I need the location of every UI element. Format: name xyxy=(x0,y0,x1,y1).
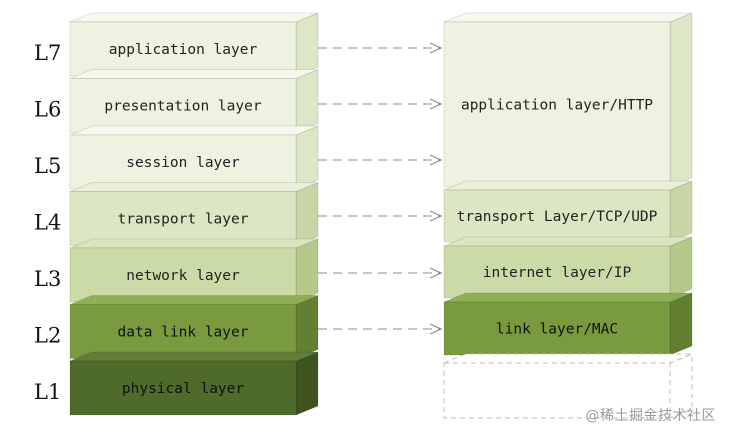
watermark: @稀土掘金技术社区 xyxy=(585,408,716,424)
layer-number-l3: L3 xyxy=(34,267,61,291)
layer-number-l5: L5 xyxy=(34,154,61,178)
osi-layer-l1: physical layer xyxy=(69,351,319,416)
osi-layer-l1-top xyxy=(69,351,319,362)
mapping-arrow xyxy=(318,210,443,222)
osi-layer-l3-label: network layer xyxy=(126,268,240,284)
layer-number-l6: L6 xyxy=(34,98,61,122)
osi-layer-l7-label: application layer xyxy=(109,42,258,58)
osi-layer-l1-side xyxy=(295,351,319,416)
mapping-arrow xyxy=(318,42,443,54)
osi-layer-l7-face xyxy=(69,21,297,77)
osi-layer-l6: presentation layer xyxy=(69,68,319,134)
osi-layer-l5-face xyxy=(69,134,297,190)
tcp-internet-layer-side xyxy=(669,236,693,299)
mapping-arrow xyxy=(318,98,443,110)
tcp-link-layer-face xyxy=(443,301,671,356)
osi-layer-l5-label: session layer xyxy=(126,155,240,171)
osi-layer-l1-label: physical layer xyxy=(122,381,244,397)
layer-number-l1: L1 xyxy=(34,380,61,404)
osi-layer-l6-label: presentation layer xyxy=(104,99,261,115)
tcp-application-layer: application layer/HTTP xyxy=(443,12,693,188)
osi-layer-l5: session layer xyxy=(69,125,319,190)
tcp-link-layer-label: link layer/MAC xyxy=(496,322,618,338)
osi-layer-l2-face xyxy=(69,304,297,359)
tcp-transport-layer-label: transport Layer/TCP/UDP xyxy=(457,209,658,225)
osi-layer-l6-top xyxy=(69,69,319,79)
mapping-arrow xyxy=(318,323,443,335)
osi-layer-l2-label: data link layer xyxy=(118,325,249,341)
tcp-transport-layer-face xyxy=(443,189,671,243)
tcp-application-layer-side xyxy=(669,12,693,188)
layer-number-l2: L2 xyxy=(34,324,61,348)
tcp-application-layer-label: application layer/HTTP xyxy=(461,98,653,114)
mapping-arrow xyxy=(318,154,443,166)
tcp-internet-layer: internet layer/IP xyxy=(443,236,693,299)
osi-layer-l2-top xyxy=(69,295,319,305)
osi-layer-l7-top xyxy=(69,12,319,23)
osi-layer-l4-label: transport layer xyxy=(118,212,249,228)
osi-layer-l4-face xyxy=(69,191,297,246)
osi-layer-l4-side xyxy=(295,181,319,247)
osi-layer-l3: network layer xyxy=(69,238,319,303)
tcp-transport-layer: transport Layer/TCP/UDP xyxy=(443,180,693,243)
tcp-physical-placeholder-top xyxy=(443,353,693,364)
osi-layer-l4-top xyxy=(69,182,319,192)
tcp-physical-placeholder-face xyxy=(443,362,671,419)
osi-layer-l5-side xyxy=(295,125,319,190)
tcp-application-layer-face xyxy=(443,21,671,188)
tcp-link-layer-side xyxy=(669,292,693,356)
osi-layer-l3-top xyxy=(69,238,319,249)
osi-layer-l2-side xyxy=(295,294,319,360)
osi-layer-l3-face xyxy=(69,247,297,303)
mapping-arrows xyxy=(318,42,443,335)
layer-number-l7: L7 xyxy=(34,41,61,65)
osi-layer-l7: application layer xyxy=(69,12,319,77)
tcp-link-layer: link layer/MAC xyxy=(443,292,693,356)
osi-layer-l3-side xyxy=(295,238,319,303)
osi-layer-l4: transport layer xyxy=(69,181,319,247)
osi-stack: application layer presentation layer sessi… xyxy=(69,12,319,416)
tcp-transport-layer-top xyxy=(443,180,693,191)
osi-layer-l7-side xyxy=(295,12,319,77)
tcp-application-layer-top xyxy=(443,12,693,23)
tcp-internet-layer-face xyxy=(443,245,671,299)
osi-layer-l1-face xyxy=(69,360,297,416)
osi-layer-l5-top xyxy=(69,125,319,136)
tcp-internet-layer-top xyxy=(443,236,693,247)
tcp-physical-placeholder xyxy=(443,353,693,419)
tcpip-stack: application layer/HTTP transport Layer/TC… xyxy=(443,12,693,419)
tcp-link-layer-top xyxy=(443,292,693,303)
osi-layer-l6-side xyxy=(295,68,319,134)
tcp-transport-layer-side xyxy=(669,180,693,243)
mapping-arrow xyxy=(318,267,443,279)
osi-layer-l2: data link layer xyxy=(69,294,319,360)
tcp-internet-layer-label: internet layer/IP xyxy=(483,265,632,281)
layer-number-l4: L4 xyxy=(34,211,61,235)
